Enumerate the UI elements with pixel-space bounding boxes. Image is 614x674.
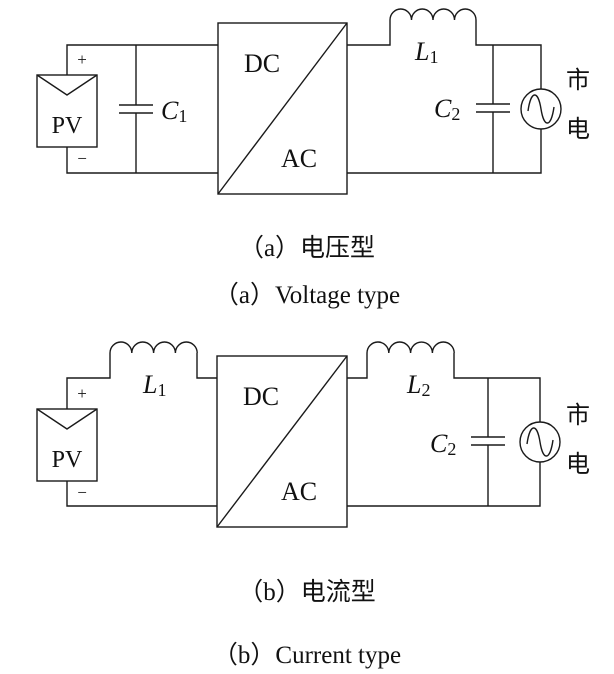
pv-chevron bbox=[36, 408, 98, 430]
pv-module: PV bbox=[36, 408, 98, 482]
c2-label: C2 bbox=[434, 94, 460, 124]
ac-grid-source-icon bbox=[519, 421, 561, 463]
c2-label: C2 bbox=[430, 429, 456, 459]
minus-sign: − bbox=[77, 483, 87, 502]
c1-label: C1 bbox=[161, 96, 187, 126]
grid-label-char-2: 电 bbox=[566, 451, 590, 478]
ac-wire-right bbox=[453, 353, 541, 422]
dc-ac-converter: DC AC bbox=[217, 22, 348, 195]
converter-diagonal bbox=[216, 355, 348, 528]
plus-sign: + bbox=[77, 50, 87, 69]
minus-sign: − bbox=[77, 149, 87, 168]
converter-ac-label: AC bbox=[281, 144, 317, 173]
dc-positive-wire-2 bbox=[196, 353, 217, 379]
converter-dc-label: DC bbox=[243, 382, 279, 411]
inductor-l1-coil bbox=[389, 8, 477, 21]
pv-chevron bbox=[36, 74, 98, 96]
capacitor-c1 bbox=[119, 45, 153, 173]
pv-label: PV bbox=[52, 447, 83, 473]
inductor-l1-coil bbox=[109, 341, 198, 354]
ac-wire-left bbox=[347, 353, 368, 379]
capacitor-c2 bbox=[476, 45, 510, 173]
inductor-l2-coil bbox=[366, 341, 455, 354]
ac-return-wire bbox=[347, 462, 541, 507]
caption-a-english: （a）Voltage type bbox=[214, 281, 400, 309]
plus-sign: + bbox=[77, 384, 87, 403]
grid-label-char-1: 市 bbox=[566, 67, 590, 94]
ac-wire-left bbox=[347, 20, 391, 46]
dc-negative-wire bbox=[66, 147, 218, 174]
l1-label: L1 bbox=[414, 37, 438, 67]
l1-label: L1 bbox=[142, 370, 166, 400]
pv-module: PV bbox=[36, 74, 98, 148]
converter-ac-label: AC bbox=[281, 477, 317, 506]
dc-negative-wire bbox=[66, 481, 217, 507]
dc-positive-wire bbox=[66, 353, 111, 409]
dc-positive-wire bbox=[66, 44, 218, 75]
caption-b-english: （b）Current type bbox=[213, 641, 401, 669]
converter-diagonal bbox=[217, 22, 348, 195]
caption-a-chinese: （a）电压型 bbox=[239, 234, 375, 262]
pv-label: PV bbox=[52, 113, 83, 139]
circuit-a: PV + − C1 DC AC L1 bbox=[36, 8, 590, 195]
ac-grid-source-icon bbox=[520, 88, 562, 130]
capacitor-c2 bbox=[471, 378, 505, 506]
caption-b-chinese: （b）电流型 bbox=[238, 578, 376, 606]
circuit-b: PV + − L1 DC AC L2 C2 bbox=[36, 341, 590, 528]
grid-label-char-2: 电 bbox=[566, 116, 590, 143]
ac-return-wire bbox=[347, 129, 542, 174]
dc-ac-converter: DC AC bbox=[216, 355, 348, 528]
ac-wire-right bbox=[475, 20, 542, 89]
l2-label: L2 bbox=[406, 370, 430, 400]
grid-label-char-1: 市 bbox=[566, 402, 590, 429]
converter-dc-label: DC bbox=[244, 49, 280, 78]
